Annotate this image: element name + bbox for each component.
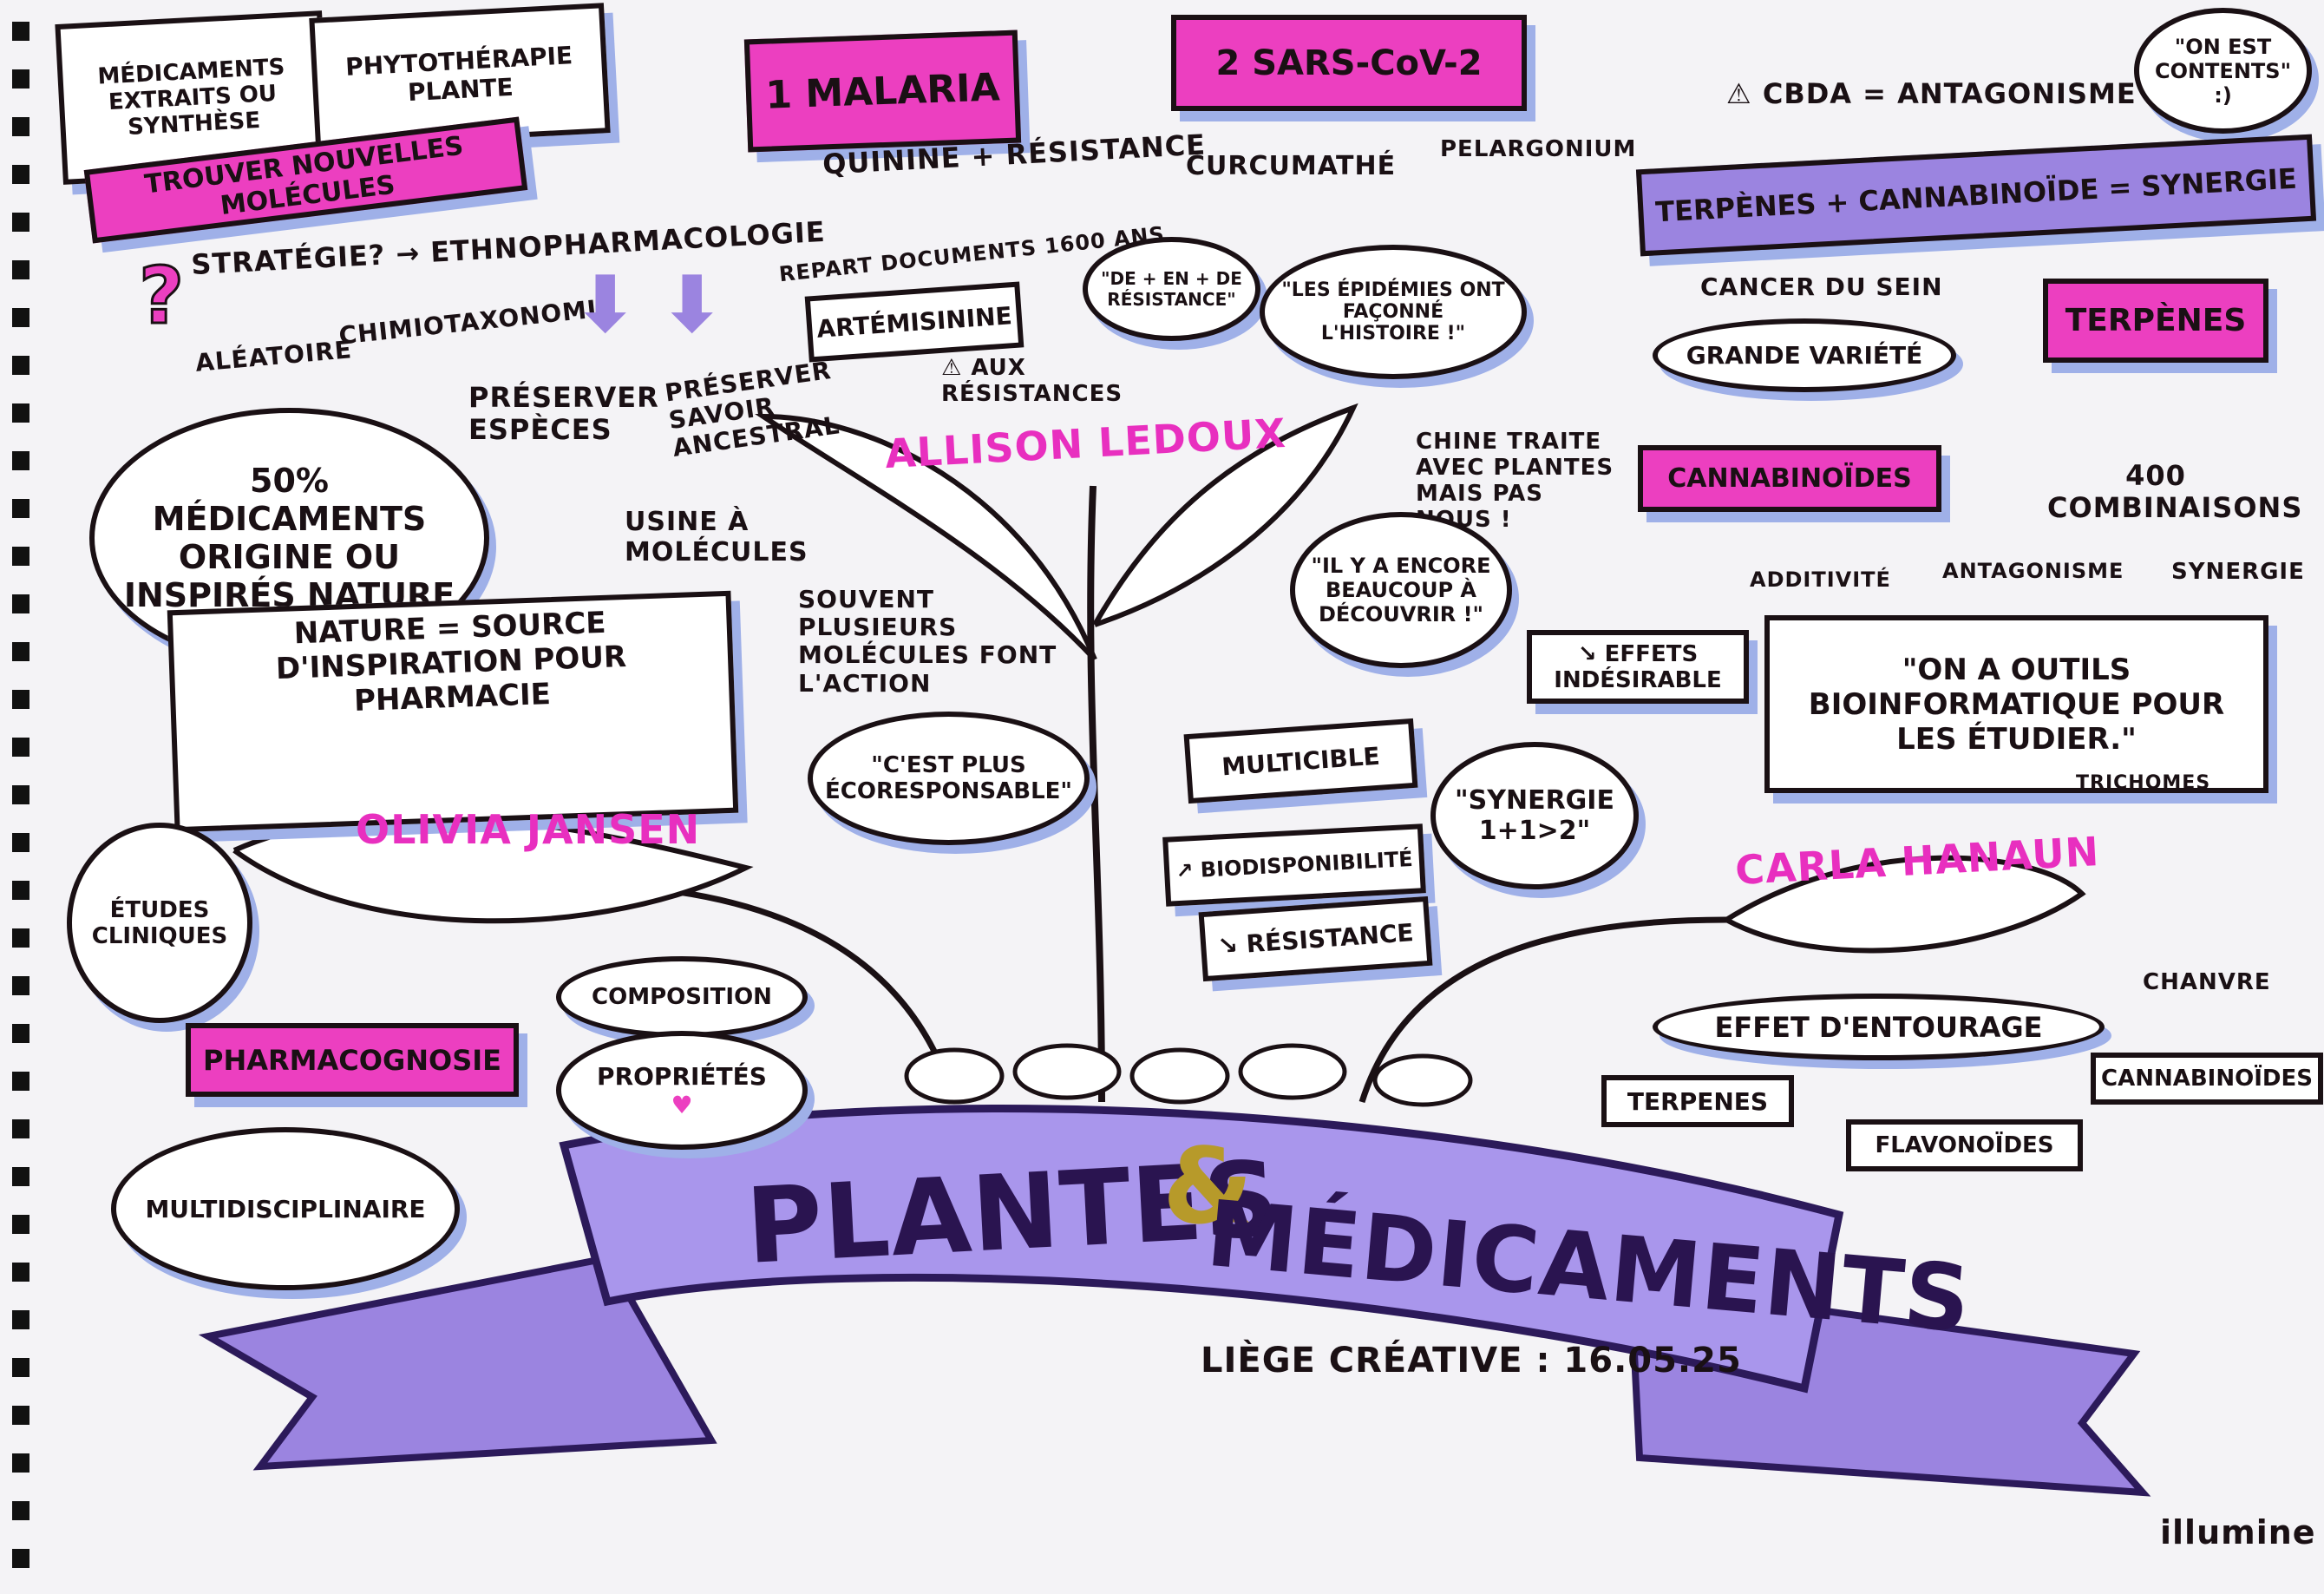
outils-bioinformatique-box: "On a outils bioinformatique pour les ét… bbox=[1764, 615, 2268, 793]
binding-ring bbox=[12, 356, 29, 375]
binding-ring bbox=[12, 451, 29, 470]
chanvre-text: Chanvre bbox=[2143, 969, 2271, 995]
binding-ring bbox=[12, 547, 29, 566]
binding-ring bbox=[12, 1549, 29, 1568]
de-plus-resistance-bubble: "De + en + de résistance" bbox=[1083, 237, 1260, 341]
binding-ring bbox=[12, 1119, 29, 1138]
terpenes-small-box: Terpenes bbox=[1601, 1075, 1794, 1127]
cannabinoides-box: Cannabinoïdes bbox=[1638, 445, 1941, 512]
composition-bubble: Composition bbox=[556, 956, 808, 1038]
binding-ring bbox=[12, 1501, 29, 1520]
malaria-box: 1 Malaria bbox=[743, 30, 1022, 153]
proprietes-bubble: Propriétés♥ bbox=[556, 1031, 808, 1150]
binding-ring bbox=[12, 260, 29, 279]
binding-ring bbox=[12, 642, 29, 661]
additivite-text: Additivité bbox=[1750, 567, 1891, 592]
speaker-olivia-jansen: Olivia Jansen bbox=[356, 806, 701, 853]
multidisciplinaire-bubble: Multidisciplinaire bbox=[111, 1127, 460, 1290]
binding-ring bbox=[12, 165, 29, 184]
binding-ring bbox=[12, 833, 29, 852]
binding-ring bbox=[12, 1310, 29, 1329]
binding-ring bbox=[12, 213, 29, 232]
illumine-logo: illumine bbox=[2160, 1513, 2316, 1551]
cancer-du-sein-text: Cancer du sein bbox=[1700, 272, 1943, 301]
heart-icon: ♥ bbox=[671, 1090, 693, 1119]
event-date: Liège Créative : 16.05.25 bbox=[1201, 1341, 1742, 1381]
binding-ring bbox=[12, 594, 29, 613]
cannabinoides-small-box: Cannabinoïdes bbox=[2091, 1053, 2323, 1105]
binding-ring bbox=[12, 1453, 29, 1473]
ecoresponsable-bubble: "C'est plus écoresponsable" bbox=[808, 712, 1090, 845]
binding-ring bbox=[12, 1072, 29, 1091]
preserver-especes-text: Préserver espèces bbox=[468, 381, 659, 446]
pelargonium-text: Pelargonium bbox=[1440, 136, 1637, 162]
proprietes-label: Propriétés bbox=[597, 1061, 767, 1091]
effet-entourage-bubble: Effet d'entourage bbox=[1653, 994, 2105, 1060]
binding-ring bbox=[12, 690, 29, 709]
binding-ring bbox=[12, 738, 29, 757]
curcuma-text: Curcuma bbox=[1186, 151, 1339, 181]
synergie-bubble: "Synergie 1+1>2" bbox=[1430, 742, 1639, 889]
terpenes-box: Terpènes bbox=[2043, 279, 2268, 363]
antagonisme-text: Antagonisme bbox=[1942, 559, 2124, 583]
souvent-text: Souvent plusieurs molécules font l'actio… bbox=[798, 585, 1057, 698]
aux-resistances-text: ⚠ Aux résistances bbox=[941, 355, 1123, 407]
nature-source-box: Nature = source d'inspiration pour pharm… bbox=[167, 590, 739, 833]
usine-molecules-text: Usine à molécules bbox=[625, 507, 808, 567]
the-text: Thé bbox=[1336, 151, 1397, 181]
effets-indesirables-box: ↘ Effets indésirable bbox=[1527, 630, 1749, 704]
binding-ring bbox=[12, 976, 29, 995]
binding-ring bbox=[12, 881, 29, 900]
binding-ring bbox=[12, 499, 29, 518]
grande-variete-bubble: Grande variété bbox=[1653, 318, 1956, 392]
on-est-contents-bubble: "On est contents" :) bbox=[2134, 8, 2312, 134]
binding-ring bbox=[12, 22, 29, 41]
trichomes-text: Trichomes bbox=[2076, 772, 2211, 794]
question-mark-icon: ? bbox=[137, 251, 186, 343]
chine-text: Chine traite avec plantes mais pas nous … bbox=[1416, 429, 1614, 533]
arrow-down-icon: ⬇ bbox=[659, 259, 726, 351]
flavonoides-box: Flavonoïdes bbox=[1846, 1119, 2083, 1171]
binding-ring bbox=[12, 928, 29, 948]
sars-cov-2-box: 2 SARS-CoV-2 bbox=[1171, 15, 1527, 111]
biodisponibilite-box: ↗ Biodisponibilité bbox=[1162, 823, 1426, 907]
binding-ring bbox=[12, 1263, 29, 1282]
cbda-text: ⚠ CBDA = Antagonisme bbox=[1726, 77, 2137, 110]
decouvrir-bubble: "Il y a encore beaucoup à découvrir !" bbox=[1290, 512, 1512, 668]
etudes-cliniques-bubble: Études cliniques bbox=[67, 823, 252, 1023]
synergie-text: Synergie bbox=[2171, 559, 2305, 585]
binding-ring bbox=[12, 1024, 29, 1043]
binding-ring bbox=[12, 1167, 29, 1186]
arrow-down-icon: ⬇ bbox=[573, 259, 639, 351]
binding-ring bbox=[12, 1406, 29, 1425]
binding-ring bbox=[12, 403, 29, 423]
binding-ring bbox=[12, 308, 29, 327]
combinaisons-text: 400 combinaisons bbox=[2047, 459, 2303, 524]
epidemies-bubble: "Les épidémies ont façonné l'histoire !" bbox=[1260, 245, 1527, 379]
binding-ring bbox=[12, 69, 29, 89]
title-ampersand: & bbox=[1162, 1127, 1254, 1248]
binding-ring bbox=[12, 117, 29, 136]
pharmacognosie-box: Pharmacognosie bbox=[186, 1023, 519, 1097]
binding-ring bbox=[12, 1358, 29, 1377]
binding-ring bbox=[12, 785, 29, 804]
binding-ring bbox=[12, 1215, 29, 1234]
